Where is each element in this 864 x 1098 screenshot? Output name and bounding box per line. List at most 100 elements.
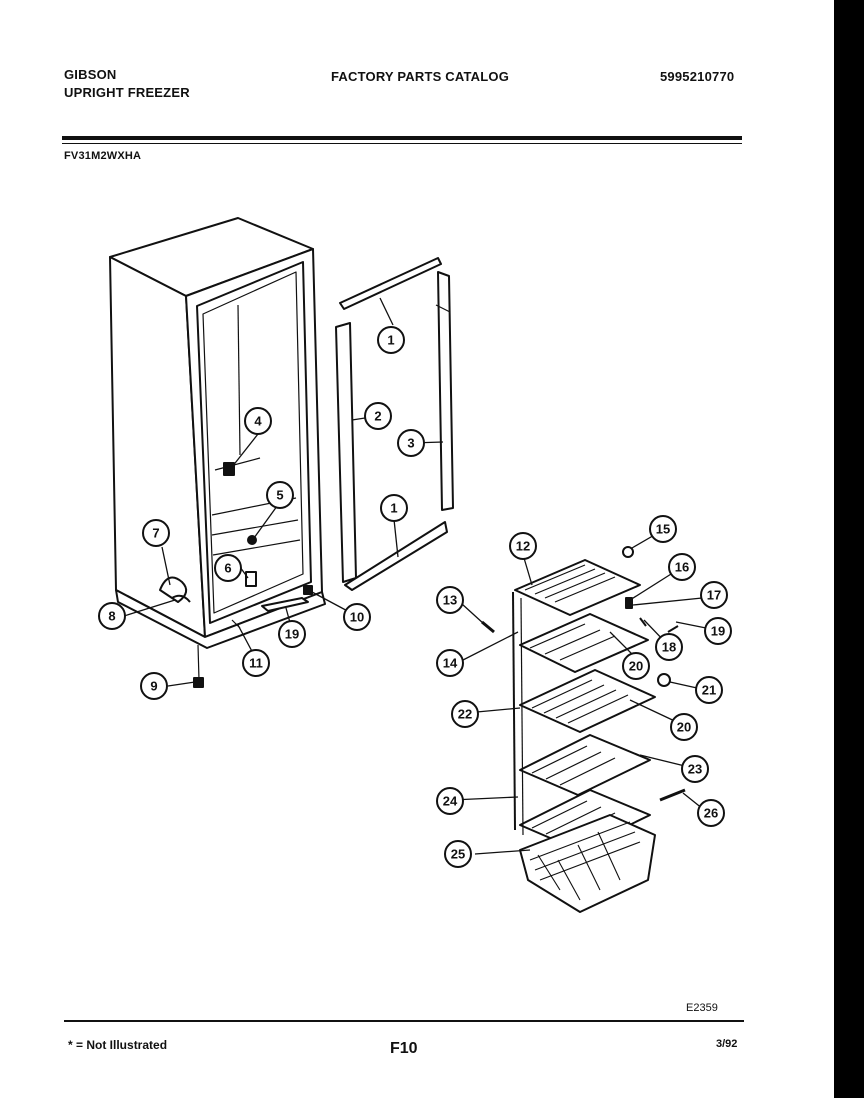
callout-circle bbox=[697, 799, 725, 827]
legend-asterisk: * bbox=[68, 1038, 73, 1052]
catalog-page: GIBSON UPRIGHT FREEZER FACTORY PARTS CAT… bbox=[0, 0, 834, 1098]
catalog-number: 5995210770 bbox=[660, 69, 735, 84]
callout-label: 25 bbox=[451, 847, 465, 862]
callout-6: 6 bbox=[214, 554, 242, 582]
callout-11: 11 bbox=[242, 649, 270, 677]
callout-label: 15 bbox=[656, 522, 670, 537]
callout-circle bbox=[444, 840, 472, 868]
diagram-code: E2359 bbox=[686, 1002, 718, 1014]
shelves-drawing bbox=[481, 546, 686, 913]
header-rule-thin bbox=[62, 143, 742, 144]
not-illustrated-legend: * = Not Illustrated bbox=[68, 1038, 167, 1052]
callout-label: 1 bbox=[387, 333, 394, 348]
callout-label: 8 bbox=[108, 609, 115, 624]
callout-label: 26 bbox=[704, 806, 718, 821]
callout-circle bbox=[380, 494, 408, 522]
callout-circle bbox=[655, 633, 683, 661]
callout-15: 15 bbox=[649, 515, 677, 543]
callout-23: 23 bbox=[681, 755, 709, 783]
callout-8: 8 bbox=[98, 602, 126, 630]
callout-22: 22 bbox=[451, 700, 479, 728]
callout-circle bbox=[695, 676, 723, 704]
scan-edge-marks bbox=[1, 810, 5, 1002]
callout-label: 11 bbox=[249, 656, 263, 671]
callout-circle bbox=[377, 326, 405, 354]
callout-label: 19 bbox=[711, 624, 725, 639]
callout-label: 6 bbox=[224, 561, 231, 576]
callout-label: 16 bbox=[675, 560, 689, 575]
callout-circle bbox=[670, 713, 698, 741]
callout-circle bbox=[649, 515, 677, 543]
callout-circle bbox=[242, 649, 270, 677]
product-name: UPRIGHT FREEZER bbox=[64, 85, 190, 100]
callout-circle bbox=[436, 586, 464, 614]
brand-name: GIBSON bbox=[64, 67, 117, 82]
legend-text: = Not Illustrated bbox=[76, 1038, 168, 1052]
callout-label: 3 bbox=[407, 436, 414, 451]
callout-7: 7 bbox=[142, 519, 170, 547]
callout-circle bbox=[214, 554, 242, 582]
callout-circle bbox=[436, 787, 464, 815]
callout-19: 19 bbox=[704, 617, 732, 645]
callout-circle bbox=[451, 700, 479, 728]
callout-label: 21 bbox=[702, 683, 716, 698]
callout-label: 1 bbox=[390, 501, 397, 516]
callout-label: 23 bbox=[688, 762, 702, 777]
callout-18: 18 bbox=[655, 633, 683, 661]
callout-circle bbox=[700, 581, 728, 609]
callout-circle bbox=[509, 532, 537, 560]
page-code: F10 bbox=[390, 1040, 418, 1057]
callout-group: 1123456789101119121314151617181920212220… bbox=[98, 326, 732, 868]
revision-date: 3/92 bbox=[716, 1038, 738, 1050]
callout-circle bbox=[266, 481, 294, 509]
callout-circle bbox=[681, 755, 709, 783]
callout-20: 20 bbox=[622, 652, 650, 680]
callout-25: 25 bbox=[444, 840, 472, 868]
callout-label: 7 bbox=[152, 526, 159, 541]
model-number: FV31M2WXHA bbox=[64, 150, 142, 162]
callout-17: 17 bbox=[700, 581, 728, 609]
callout-label: 17 bbox=[707, 588, 721, 603]
callout-2: 2 bbox=[364, 402, 392, 430]
callout-circle bbox=[397, 429, 425, 457]
callout-label: 10 bbox=[350, 610, 364, 625]
callout-10: 10 bbox=[343, 603, 371, 631]
callout-label: 4 bbox=[254, 414, 262, 429]
callout-26: 26 bbox=[697, 799, 725, 827]
callout-circle bbox=[436, 649, 464, 677]
footer-rule bbox=[64, 1020, 744, 1022]
callout-label: 24 bbox=[443, 794, 458, 809]
callout-circle bbox=[704, 617, 732, 645]
callout-14: 14 bbox=[436, 649, 464, 677]
callout-label: 20 bbox=[629, 659, 643, 674]
callout-circle bbox=[622, 652, 650, 680]
catalog-title: FACTORY PARTS CATALOG bbox=[331, 69, 510, 84]
callout-19: 19 bbox=[278, 620, 306, 648]
callout-24: 24 bbox=[436, 787, 464, 815]
callout-label: 20 bbox=[677, 720, 691, 735]
callout-circle bbox=[343, 603, 371, 631]
callout-circle bbox=[142, 519, 170, 547]
callout-12: 12 bbox=[509, 532, 537, 560]
callout-label: 19 bbox=[285, 627, 299, 642]
callout-1: 1 bbox=[380, 494, 408, 522]
callout-circle bbox=[140, 672, 168, 700]
callout-5: 5 bbox=[266, 481, 294, 509]
callout-3: 3 bbox=[397, 429, 425, 457]
header-rule-thick bbox=[62, 136, 742, 140]
callout-label: 14 bbox=[443, 656, 458, 671]
door-gaskets-drawing bbox=[335, 257, 454, 591]
callout-label: 18 bbox=[662, 640, 676, 655]
cabinet-drawing bbox=[109, 217, 326, 688]
callout-label: 22 bbox=[458, 707, 472, 722]
callout-label: 12 bbox=[516, 539, 530, 554]
callout-16: 16 bbox=[668, 553, 696, 581]
callout-13: 13 bbox=[436, 586, 464, 614]
callout-circle bbox=[278, 620, 306, 648]
callout-9: 9 bbox=[140, 672, 168, 700]
callout-1: 1 bbox=[377, 326, 405, 354]
callout-label: 5 bbox=[276, 488, 283, 503]
callout-label: 2 bbox=[374, 409, 381, 424]
callout-label: 9 bbox=[150, 679, 157, 694]
callout-circle bbox=[98, 602, 126, 630]
